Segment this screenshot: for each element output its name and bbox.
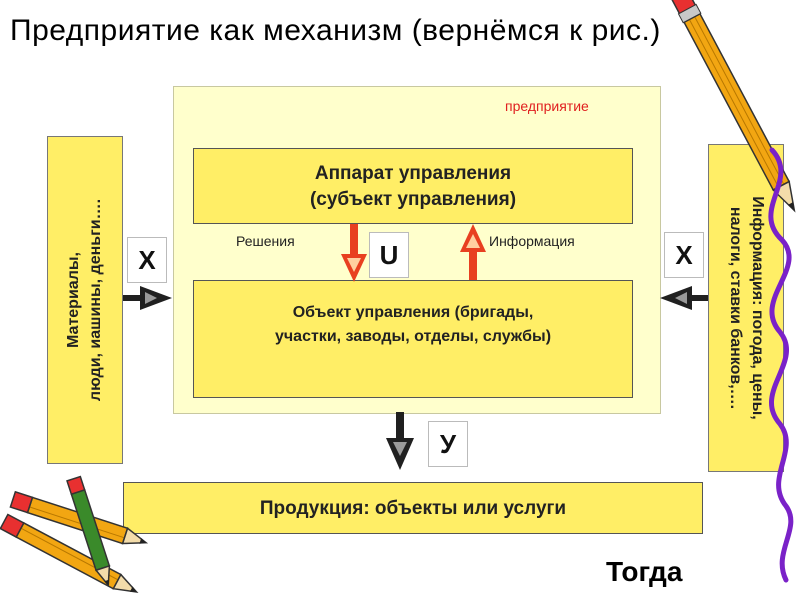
management-object-box: Объект управления (бригады, участки, зав… [193,280,633,398]
footer-word: Тогда [606,556,683,587]
product-box: Продукция: объекты или услуги [123,482,703,534]
apparatus-line-1: Аппарат управления [314,163,512,184]
output-arrow [386,412,414,470]
right-x-letter-box: X [664,232,704,278]
decisions-label: Решения [236,233,295,249]
decisions-arrow [341,224,367,282]
information-label: Информация [489,233,575,249]
left-x-letter-box: X [127,237,167,283]
pencil-icon [66,475,111,588]
apparatus-line-2: (субъект управления) [309,189,517,210]
right-input-arrow [660,286,708,310]
pencil-icon [9,490,149,545]
object-line-2: участки, заводы, отделы, службы) [274,328,552,345]
y-letter-box: У [428,421,468,467]
enterprise-label: предприятие [505,98,589,114]
u-letter-box: U [369,232,409,278]
management-apparatus-box: Аппарат управления (субъект управления) [193,148,633,224]
object-line-1: Объект управления (бригады, [292,304,534,321]
left-input-arrow [123,286,172,310]
pencil-icon [0,513,139,594]
page-title: Предприятие как механизм (вернёмся к рис… [10,14,661,47]
squiggle-icon [768,147,794,583]
left-input-panel: Материалы, люди, иашины, деньги…. [47,136,123,464]
information-arrow [460,224,486,280]
